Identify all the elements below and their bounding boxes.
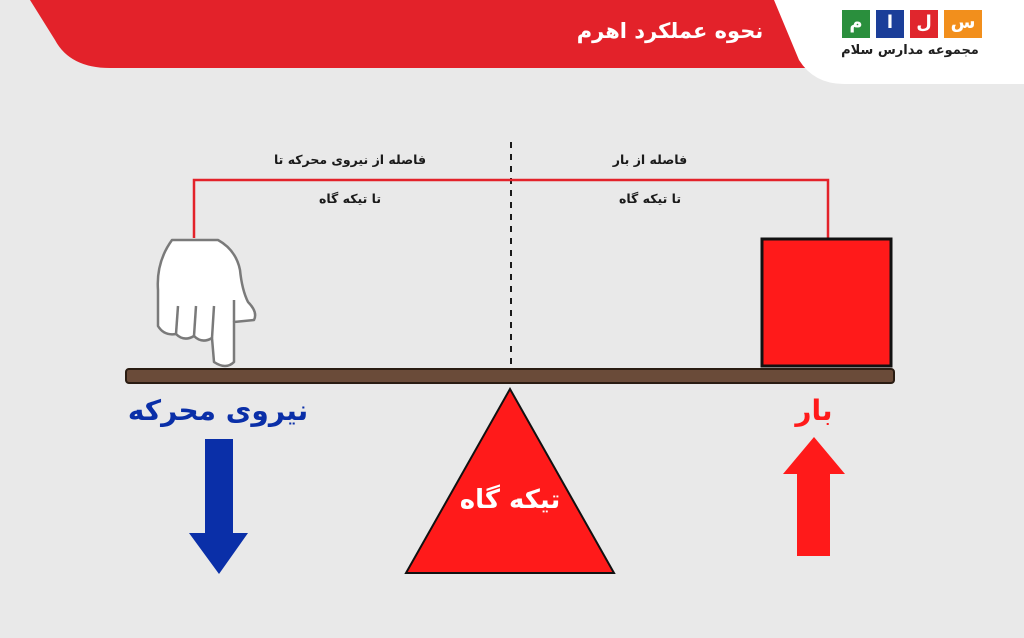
header-band xyxy=(30,0,1024,68)
logo-letter-2: ا xyxy=(876,10,904,38)
hand-pointer-icon xyxy=(156,238,257,368)
logo-name: مجموعه مدارس سلام xyxy=(841,43,979,58)
effort-label: نیروی محرکه xyxy=(127,394,309,427)
effort-distance-label-line2: تا تیکه گاه xyxy=(318,191,382,206)
load-label: بار xyxy=(795,394,833,427)
fulcrum-triangle xyxy=(404,386,616,574)
load-box xyxy=(760,237,893,368)
logo-letter-3: ل xyxy=(910,10,938,38)
arrow-up-icon xyxy=(783,437,845,556)
load-distance-label-line2: تا تیکه گاه xyxy=(618,191,682,206)
arrow-down-icon xyxy=(189,439,248,574)
logo-letter-4: س xyxy=(944,10,982,38)
logo-letter-1: م xyxy=(842,10,870,38)
fulcrum-label: تیکه گاه xyxy=(459,485,561,515)
effort-distance-label-line1: فاصله از نیروی محرکه تا xyxy=(273,152,427,167)
distance-bracket xyxy=(192,178,830,238)
lever-bar xyxy=(125,368,895,384)
page-title: نحوه عملکرد اهرم xyxy=(576,19,764,43)
load-distance-label-line1: فاصله از بار xyxy=(612,152,688,167)
